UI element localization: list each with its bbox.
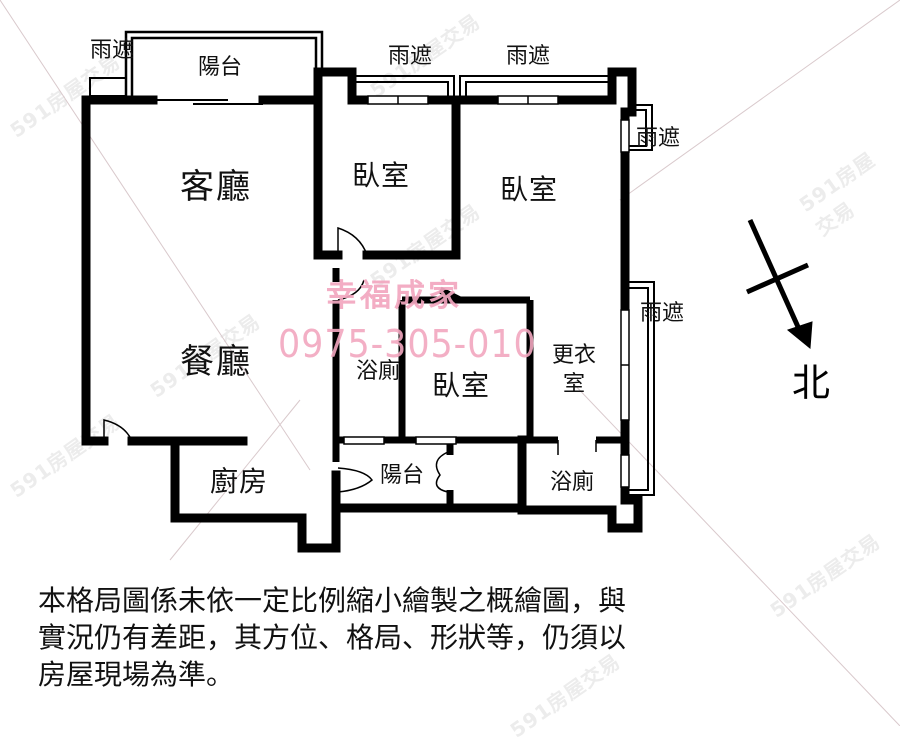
disclaimer-line-3: 房屋現場為準。 — [38, 658, 235, 691]
agency-watermark: 幸福成家 — [326, 278, 462, 314]
north-label: 北 — [792, 361, 831, 405]
awning-top-middle — [352, 75, 612, 96]
disclaimer-line-1: 本格局圖係未依一定比例縮小繪製之概繪圖，與 — [38, 584, 627, 617]
disclaimer-text: 本格局圖係未依一定比例縮小繪製之概繪圖，與 實況仍有差距，其方位、格局、形狀等，… — [38, 582, 798, 693]
bottom-balcony-railing — [340, 504, 462, 512]
window-lower — [343, 436, 457, 445]
disclaimer-line-2: 實況仍有差距，其方位、格局、形狀等，仍須以 — [38, 621, 627, 654]
bedroom-center-label: 臥室 — [432, 369, 491, 402]
floor-plan-drawing — [0, 0, 900, 726]
awning-right — [629, 104, 655, 496]
awning-label-top-left: 雨遮 — [90, 38, 135, 63]
balcony-label-bottom: 陽台 — [380, 463, 425, 488]
bedroom-top-middle-label: 臥室 — [352, 159, 411, 192]
bedroom-top-right-label: 臥室 — [500, 173, 559, 206]
awning-label-right-lower: 雨遮 — [640, 301, 685, 326]
door-swings — [103, 226, 597, 493]
dining-room-label: 餐廳 — [180, 342, 252, 382]
balcony-label-top: 陽台 — [198, 55, 243, 80]
awning-top-left — [89, 77, 127, 97]
bathroom-right-label: 浴廁 — [550, 470, 595, 495]
awning-label-right-upper: 雨遮 — [636, 126, 681, 151]
closet-label-line2: 室 — [563, 372, 586, 397]
awning-label-top-right: 雨遮 — [506, 44, 551, 69]
north-arrow-icon — [745, 218, 813, 349]
living-sliding-door — [153, 99, 263, 105]
awning-label-top-middle: 雨遮 — [388, 44, 433, 69]
top-balcony-outline — [124, 30, 324, 98]
window-right — [620, 119, 630, 488]
window-top — [367, 95, 559, 105]
living-room-label: 客廳 — [180, 167, 252, 207]
closet-label-line1: 更衣 — [552, 343, 597, 368]
kitchen-label: 廚房 — [210, 465, 269, 498]
phone-watermark: 0975-305-010 — [278, 322, 537, 366]
